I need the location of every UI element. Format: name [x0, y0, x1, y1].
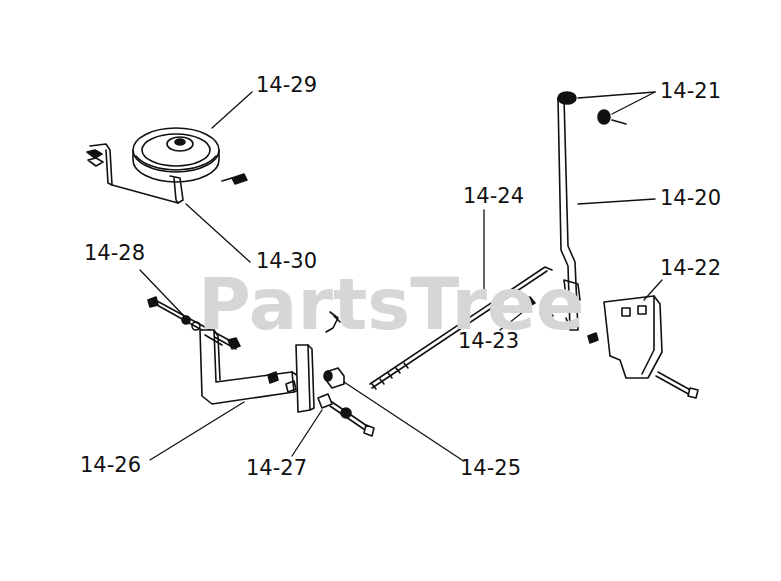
callout-number: 14-29: [256, 75, 317, 96]
callout-number: 14-25: [460, 458, 521, 479]
label-holder: 14-26: [80, 455, 141, 476]
lever-arm: [200, 330, 314, 412]
leader-line: [212, 92, 252, 128]
leader-line: [292, 410, 322, 456]
callout-number: 14-24: [463, 186, 524, 207]
label-holder: 14-22: [660, 258, 721, 279]
idler-bracket: [87, 144, 247, 203]
label-holder: 14-25: [460, 458, 521, 479]
label-holder: 14-24: [463, 186, 524, 207]
callout-number: 14-30: [256, 251, 317, 272]
leader-line: [186, 204, 250, 262]
leader-line: [344, 382, 462, 460]
label-holder: 14-23: [458, 331, 519, 352]
label-holder: 14-30: [256, 251, 317, 272]
label-holder: PartsTree: [198, 268, 585, 340]
callout-number: 14-20: [660, 188, 721, 209]
leader-line: [140, 270, 184, 316]
label-holder: 14-21: [660, 81, 721, 102]
lever-bracket: [588, 296, 698, 398]
leader-line: [578, 92, 655, 98]
callout-number: 14-28: [84, 243, 145, 264]
callout-number: 14-22: [660, 258, 721, 279]
leader-line: [644, 280, 662, 300]
leader-line: [150, 402, 244, 460]
label-holder: 14-27: [246, 458, 307, 479]
leader-lines: [140, 92, 662, 460]
callout-number: 14-21: [660, 81, 721, 102]
callout-number: 14-26: [80, 455, 141, 476]
pulley: [133, 128, 219, 182]
bushing: [324, 368, 344, 388]
pivot-bolt: [318, 394, 374, 436]
callout-number: 14-27: [246, 458, 307, 479]
watermark: PartsTree: [198, 268, 585, 340]
label-holder: 14-28: [84, 243, 145, 264]
leader-line: [612, 92, 655, 114]
leader-line: [578, 199, 655, 204]
callout-number: 14-23: [458, 331, 519, 352]
label-holder: 14-29: [256, 75, 317, 96]
label-holder: 14-20: [660, 188, 721, 209]
